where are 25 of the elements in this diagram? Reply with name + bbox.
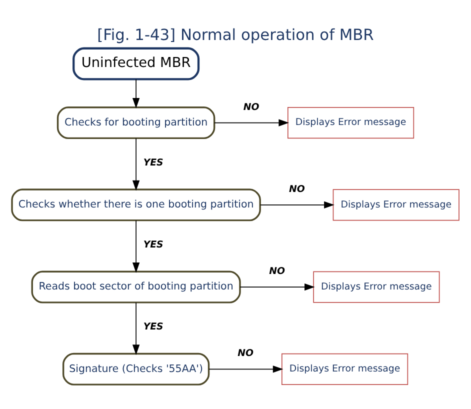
arrow <box>260 201 334 209</box>
diagram-title: [Fig. 1-43] Normal operation of MBR <box>97 26 374 44</box>
node-box: Uninfected MBR <box>72 47 200 80</box>
arrow <box>132 220 140 273</box>
arrow <box>132 302 140 355</box>
arrow <box>132 138 140 191</box>
edge-label: YES <box>143 322 164 333</box>
node-box: Displays Error message <box>287 106 414 139</box>
arrow <box>240 283 315 291</box>
node-box: Displays Error message <box>332 189 460 221</box>
arrow <box>132 78 140 108</box>
node-box: Signature (Checks '55AA') <box>62 352 210 386</box>
edge-label: NO <box>238 348 254 360</box>
node-box: Reads boot sector of booting partition <box>31 270 241 304</box>
node-box: Displays Error message <box>313 271 440 303</box>
edge-label: YES <box>143 240 164 251</box>
node-box: Checks whether there is one booting partition <box>11 188 261 222</box>
arrow <box>208 366 284 373</box>
arrow <box>214 119 289 126</box>
edge-label: NO <box>288 184 305 195</box>
node-box: Displays Error message <box>281 353 408 385</box>
node-box: Checks for booting partition <box>56 106 216 140</box>
edge-label: YES <box>143 157 164 168</box>
edge-label: NO <box>269 266 285 278</box>
edge-label: NO <box>243 102 260 113</box>
